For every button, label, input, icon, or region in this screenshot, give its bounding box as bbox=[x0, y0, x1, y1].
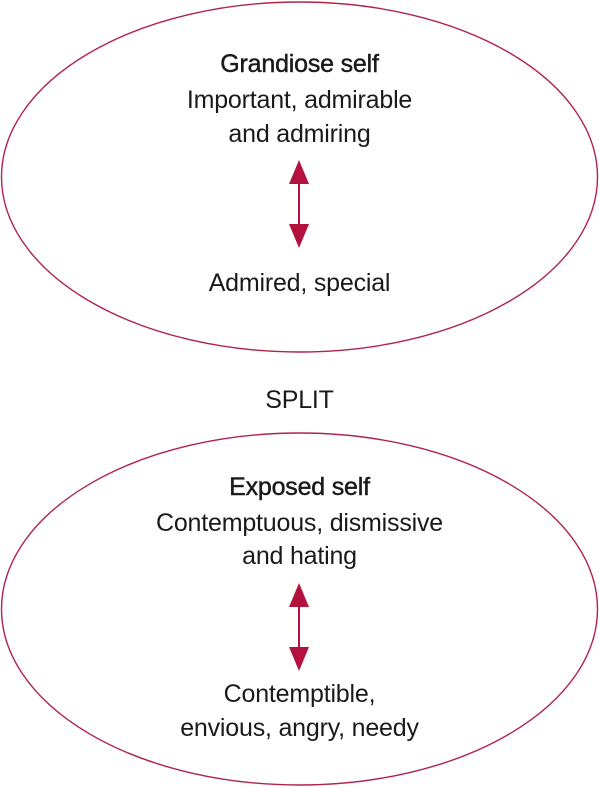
arrow-head-up bbox=[289, 583, 309, 607]
exposed-self-double-arrow-icon bbox=[289, 583, 309, 671]
grandiose-self-title: Grandiose self bbox=[220, 50, 379, 78]
split-label: SPLIT bbox=[265, 386, 334, 414]
exposed-self-counterpart-line1: Contemptible, bbox=[223, 680, 376, 708]
exposed-self-description-line1: Contemptuous, dismissive bbox=[156, 509, 443, 537]
grandiose-self-double-arrow-icon bbox=[289, 160, 309, 248]
grandiose-self-description-line2: and admiring bbox=[228, 120, 371, 148]
exposed-self-title: Exposed self bbox=[229, 473, 370, 501]
grandiose-self-counterpart: Admired, special bbox=[208, 269, 391, 297]
exposed-self-description-line2: and hating bbox=[242, 542, 357, 570]
arrow-head-up bbox=[289, 160, 309, 184]
grandiose-self-description-line1: Important, admirable bbox=[186, 86, 413, 114]
arrow-head-down bbox=[289, 224, 309, 248]
arrow-head-down bbox=[289, 647, 309, 671]
exposed-self-counterpart-line2: envious, angry, needy bbox=[180, 714, 419, 742]
